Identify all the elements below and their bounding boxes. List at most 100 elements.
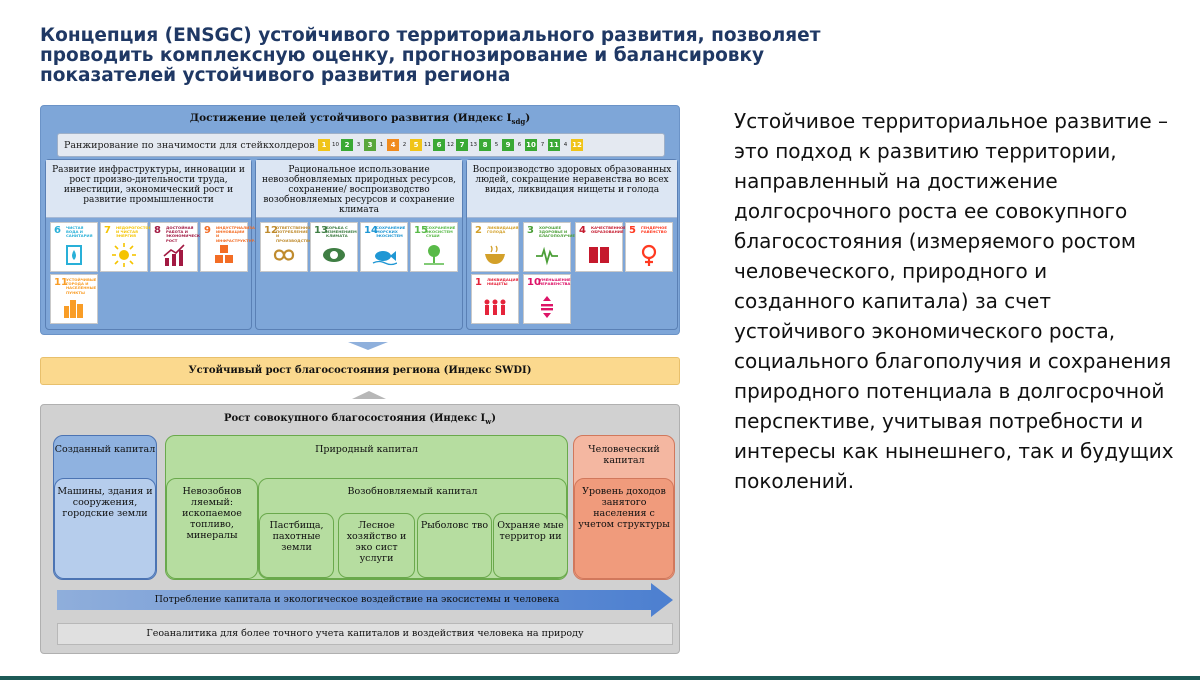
ranking-box: 3: [364, 139, 376, 151]
ranking-box: 12: [571, 139, 583, 151]
sdg-goal-number: 10: [527, 277, 541, 288]
sdg-goal-caption: НЕДОРОГОСТОЯЩАЯ И ЧИСТАЯ ЭНЕРГИЯ: [116, 225, 163, 239]
consumption-arrow-icon: [57, 583, 673, 617]
sdg-goal-tile: 1 ЛИКВИДАЦИЯ НИЩЕТЫ: [471, 274, 519, 324]
sdg-goals-panel: Достижение целей устойчивого развития (И…: [40, 105, 680, 335]
tree-icon: [411, 242, 457, 268]
sdg-goal-number: 15: [414, 225, 428, 236]
sdg-goal-number: 5: [629, 225, 636, 236]
sdg-goal-number: 12: [264, 225, 278, 236]
heartbeat-icon: [524, 242, 570, 268]
sdg-goal-number: 13: [314, 225, 328, 236]
gender-icon: [626, 242, 672, 268]
ranking-number: 7: [540, 142, 545, 148]
eye-globe-icon: [311, 242, 357, 268]
cubes-icon: [201, 242, 247, 268]
footer-bar: [0, 676, 1200, 680]
sdg-goal-caption: КАЧЕСТВЕННОЕ ОБРАЗОВАНИЕ: [591, 225, 626, 235]
sdg-goal-tile: 4 КАЧЕСТВЕННОЕ ОБРАЗОВАНИЕ: [575, 222, 626, 272]
bowl-icon: [472, 242, 518, 268]
sdg-goal-tile: 5 ГЕНДЕРНОЕ РАВЕНСТВО: [625, 222, 673, 272]
sdg-goal-caption: ДОСТОЙНАЯ РАБОТА И ЭКОНОМИЧЕСКИЙ РОСТ: [166, 225, 207, 243]
ranking-box: 1: [318, 139, 330, 151]
sdg-goal-number: 6: [54, 225, 61, 236]
nonrenewable-capital-box: Невозобнов ляемый: ископаемое топливо, м…: [166, 478, 258, 579]
ranking-number: 13: [470, 142, 477, 148]
goal-column-header: Рациональное использование невозобновляе…: [256, 160, 462, 218]
ranking-box: 4: [387, 139, 399, 151]
human-capital-content: Уровень доходов занятого населения с уче…: [574, 478, 674, 579]
water-icon: [51, 242, 97, 268]
sdg-goal-caption: СОХРАНЕНИЕ МОРСКИХ ЭКОСИСТЕМ: [376, 225, 406, 239]
ranking-box: 7: [456, 139, 468, 151]
ranking-box: 5: [410, 139, 422, 151]
sdg-goal-caption: ОТВЕТСТВЕННОЕ ПОТРЕБЛЕНИЕ И ПРОИЗВОДСТВО: [276, 225, 313, 243]
sdg-goal-caption: ИНДУСТРИАЛИЗАЦИЯ, ИННОВАЦИИ И ИНФРАСТРУК…: [216, 225, 266, 243]
consumption-label: Потребление капитала и экологическое воз…: [154, 594, 560, 605]
sdg-goal-caption: ЧИСТАЯ ВОДА И САНИТАРИЯ: [66, 225, 93, 239]
ranking-box: 6: [433, 139, 445, 151]
definition-text: Устойчивое территориальное развитие – эт…: [734, 109, 1174, 493]
protected-areas-box: Охраняе мые территор ии: [493, 513, 568, 578]
city-icon: [51, 294, 97, 320]
sdg-goal-caption: УСТОЙЧИВЫЕ ГОРОДА И НАСЕЛЕННЫЕ ПУНКТЫ: [66, 277, 97, 295]
forestry-box: Лесное хозяйство и эко сист услуги: [338, 513, 415, 578]
ranking-number: 5: [494, 142, 499, 148]
goal-column-people: Воспроизводство здоровых образованных лю…: [466, 159, 678, 330]
natural-capital-box: Природный капитал Невозобнов ляемый: иск…: [165, 435, 568, 580]
wealth-growth-panel: Рост совокупного благосостояния (Индекс …: [40, 404, 680, 654]
slide-title: Концепция (ENSGC) устойчивого территориа…: [40, 25, 821, 86]
sdg-goal-number: 4: [579, 225, 586, 236]
human-capital-title: Человеческий капитал: [588, 444, 660, 466]
sdg-goal-caption: ГЕНДЕРНОЕ РАВЕНСТВО: [641, 225, 667, 235]
renewable-capital-title: Возобновляемый капитал: [347, 486, 478, 497]
book-icon: [576, 242, 622, 268]
ranking-number: 1: [379, 142, 384, 148]
ranking-box: 2: [341, 139, 353, 151]
renewable-capital-box: Возобновляемый капитал Пастбища, пахотны…: [258, 478, 568, 579]
sdg-goal-tile: 9 ИНДУСТРИАЛИЗАЦИЯ, ИННОВАЦИИ И ИНФРАСТРУ…: [200, 222, 266, 272]
ranking-number: 2: [402, 142, 407, 148]
goal-column-resources: Рациональное использование невозобновляе…: [255, 159, 463, 330]
goal-column-header: Развитие инфраструктуры, инновации и рос…: [46, 160, 251, 218]
ranking-box: 9: [502, 139, 514, 151]
wealth-panel-title: Рост совокупного благосостояния (Индекс …: [223, 413, 496, 426]
sdg-panel-title: Достижение целей устойчивого развития (И…: [189, 112, 531, 127]
goal-column-infrastructure: Развитие инфраструктуры, инновации и рос…: [45, 159, 266, 330]
up-arrow-icon: [352, 391, 386, 399]
sdg-goal-number: 9: [204, 225, 211, 236]
equality-icon: [524, 294, 570, 320]
sdg-goal-caption: ЛИКВИДАЦИЯ НИЩЕТЫ: [487, 277, 519, 287]
ranking-number: 12: [447, 142, 454, 148]
created-capital-title: Созданный капитал: [54, 444, 156, 455]
ranking-number: 4: [563, 142, 568, 148]
geoanalytics-bar: Геоаналитика для более точного учета кап…: [57, 623, 673, 645]
sdg-goal-number: 14: [364, 225, 378, 236]
ranking-number: 6: [517, 142, 522, 148]
created-capital-box: Созданный капитал Машины, здания и соору…: [53, 435, 157, 580]
sdg-goal-caption: УМЕНЬШЕНИЕ НЕРАВЕНСТВА: [539, 277, 571, 287]
sdg-goal-caption: ЛИКВИДАЦИЯ ГОЛОДА: [487, 225, 519, 235]
ranking-box: 8: [479, 139, 491, 151]
stakeholder-ranking-bar: Ранжирование по значимости для стейкхолд…: [57, 133, 665, 157]
sdg-goal-caption: СОХРАНЕНИЕ ЭКОСИСТЕМ СУШИ: [426, 225, 456, 239]
infinity-icon: [261, 242, 307, 268]
natural-capital-title: Природный капитал: [315, 444, 418, 455]
growth-icon: [151, 242, 197, 268]
people-icon: [472, 294, 518, 320]
sdg-goal-number: 1: [475, 277, 482, 288]
sdg-goal-tile: 6 ЧИСТАЯ ВОДА И САНИТАРИЯ: [50, 222, 98, 272]
sdg-goal-number: 3: [527, 225, 534, 236]
goal-column-header: Воспроизводство здоровых образованных лю…: [467, 160, 677, 218]
created-capital-content: Машины, здания и сооружения, городские з…: [54, 478, 156, 579]
down-arrow-icon: [348, 342, 388, 350]
